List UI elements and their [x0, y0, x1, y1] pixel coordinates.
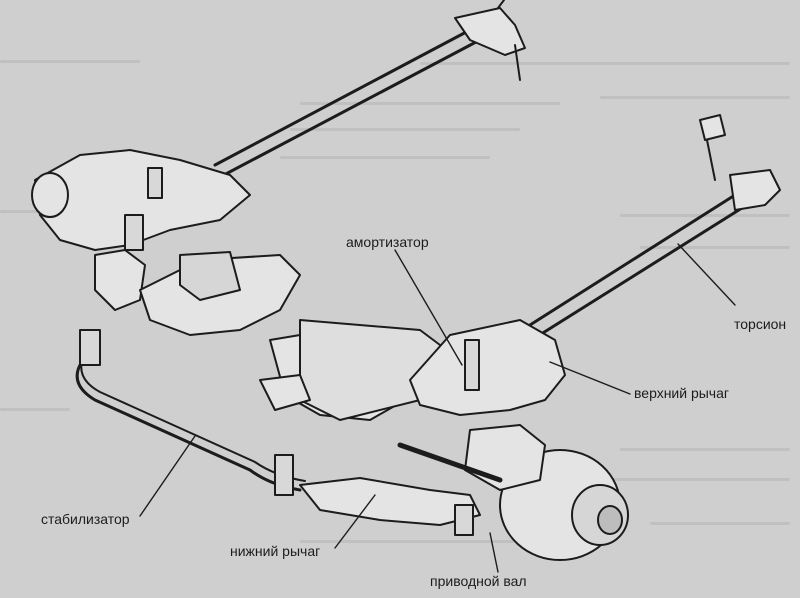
stabilizer-bar: [75, 329, 306, 496]
leader-stabilizer: [139, 435, 196, 517]
leader-shock-absorber: [394, 249, 463, 366]
leader-drive-shaft: [489, 532, 499, 573]
leader-lines: [139, 243, 736, 573]
label-lower-arm: нижний рычаг: [230, 543, 321, 559]
label-torsion-bar: торсион: [734, 316, 787, 332]
label-drive-shaft: приводной вал: [430, 573, 527, 589]
label-upper-arm: верхний рычаг: [634, 385, 729, 401]
leader-torsion-bar: [677, 243, 736, 306]
left-torsion-bar: [213, 0, 526, 178]
lower-arm-part: [299, 477, 481, 536]
label-shock-absorber: амортизатор: [346, 234, 429, 250]
drive-shaft: [397, 442, 503, 483]
left-knuckle-assembly: [31, 149, 251, 311]
differential-crossmember: [139, 251, 461, 421]
label-stabilizer: стабилизатор: [41, 511, 130, 527]
leader-lower-arm: [334, 494, 376, 549]
leader-upper-arm: [549, 361, 631, 395]
wheel-hub: [464, 424, 629, 561]
upper-arm-part: [409, 319, 566, 416]
right-torsion-bar: [528, 114, 781, 338]
